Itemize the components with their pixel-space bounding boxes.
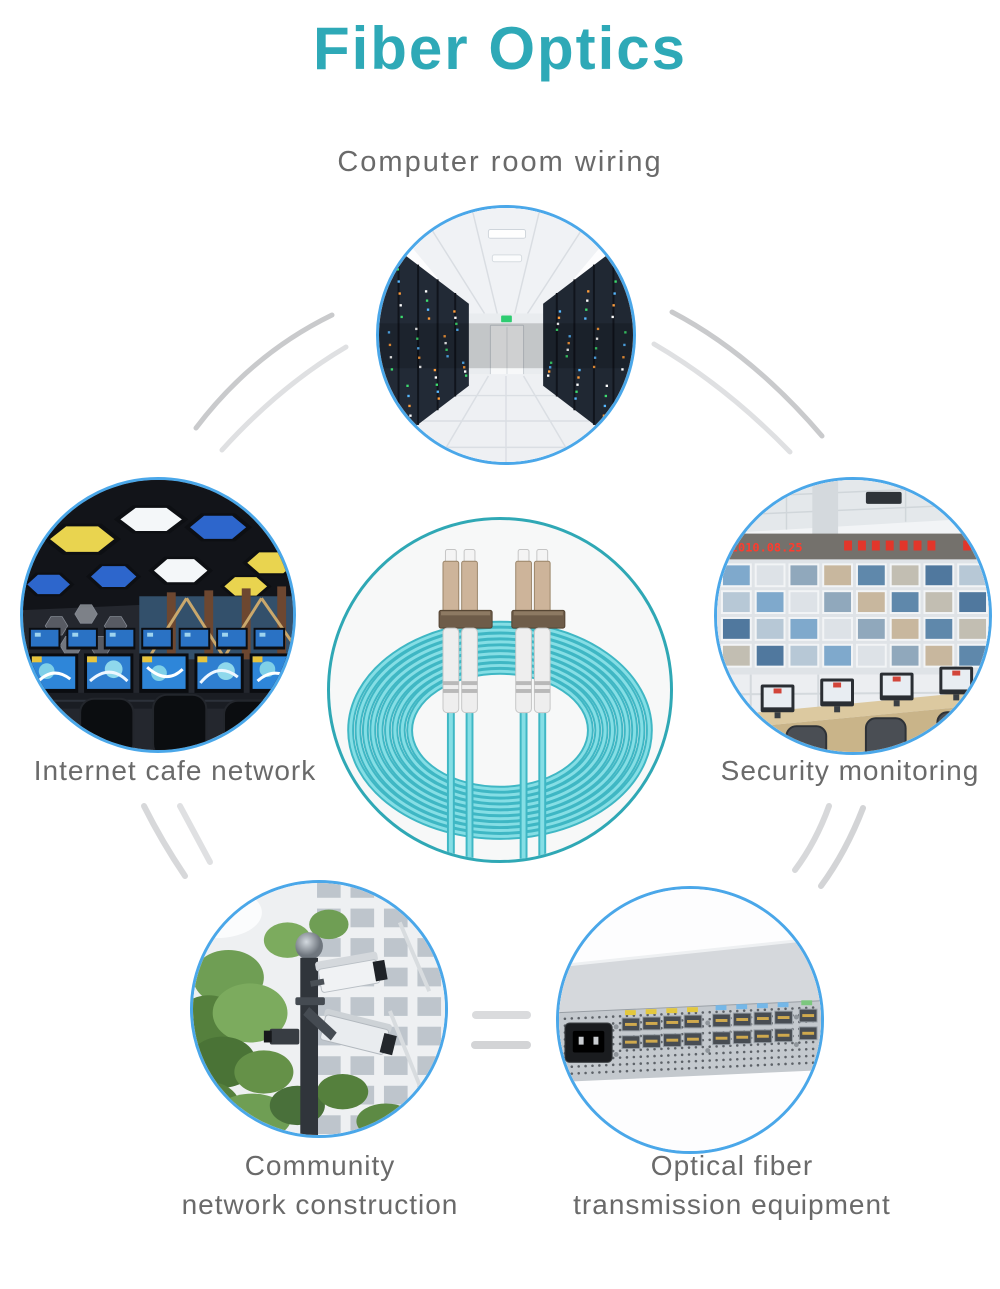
arc-right-bottom-1 (792, 803, 832, 873)
security-cameras-photo (193, 883, 445, 1135)
lc-connector-left (438, 548, 493, 714)
cctv-monitor-wall (720, 563, 989, 668)
equals-bar-top (472, 1011, 531, 1019)
equals-bar-bottom (471, 1041, 531, 1049)
security-monitoring-photo: 2010.08.25 (717, 480, 989, 752)
panel-screws (613, 1014, 799, 1057)
arc-right-bottom-2 (818, 805, 866, 889)
ceiling-light (487, 229, 527, 239)
sfp-port-group-3 (798, 1000, 818, 1041)
label-optical-line1: Optical fiber (650, 1150, 814, 1181)
internet-cafe-photo (23, 480, 293, 750)
page-title: Fiber Optics (312, 15, 688, 82)
cable-ends (446, 706, 547, 860)
arc-left-bottom-2 (177, 803, 213, 865)
arc-left-bottom-1 (141, 803, 188, 879)
arc-top-left-outer (193, 312, 335, 431)
arc-top-right-inner (651, 341, 793, 455)
label-internet-cafe-network: Internet cafe network (33, 755, 317, 786)
label-community-line2: network construction (181, 1189, 459, 1220)
label-optical-fiber-equipment: Optical fiber transmission equipment (520, 1146, 944, 1224)
fiber-patch-cable-photo (347, 548, 653, 860)
circle-security-monitoring: 2010.08.25 (714, 477, 992, 755)
cctv-camera-lower (320, 1008, 397, 1056)
sfp-port-group-1 (621, 1007, 703, 1050)
circle-community-cameras (190, 880, 448, 1138)
server-racks-right (543, 235, 633, 455)
power-inlet (564, 1022, 613, 1063)
fiber-switch-photo (559, 889, 821, 1151)
monitor-row-front (28, 653, 293, 695)
cctv-camera-silhouette (263, 1028, 300, 1045)
arc-top-right-outer (669, 309, 825, 439)
led-ticker-date: 2010.08.25 (731, 540, 803, 554)
led-ticker: 2010.08.25 (717, 533, 989, 560)
control-desk (717, 690, 989, 731)
pole-finial (295, 932, 323, 960)
label-community-line1: Community (244, 1150, 396, 1181)
label-computer-room-wiring: Computer room wiring (337, 146, 663, 178)
circle-internet-cafe (20, 477, 296, 753)
sfp-port-group-2 (712, 1002, 793, 1046)
label-security-monitoring: Security monitoring (720, 755, 980, 786)
cctv-camera-top (309, 951, 388, 993)
circle-fiber-cable (327, 517, 673, 863)
server-racks-left (379, 235, 469, 455)
exit-sign (501, 315, 512, 323)
server-room-photo (379, 208, 633, 462)
label-community-network-construction: Community network construction (115, 1146, 525, 1224)
label-optical-line2: transmission equipment (573, 1189, 891, 1220)
circle-computer-room (376, 205, 636, 465)
cafe-windows (139, 596, 293, 660)
circle-optical-equipment (556, 886, 824, 1154)
lc-connector-right (511, 548, 566, 714)
monitor-row-far (28, 627, 286, 650)
arc-top-left-inner (219, 344, 349, 453)
cable-coil (347, 620, 653, 840)
desk-monitors (760, 666, 974, 719)
switch-top-panel (559, 938, 821, 1014)
